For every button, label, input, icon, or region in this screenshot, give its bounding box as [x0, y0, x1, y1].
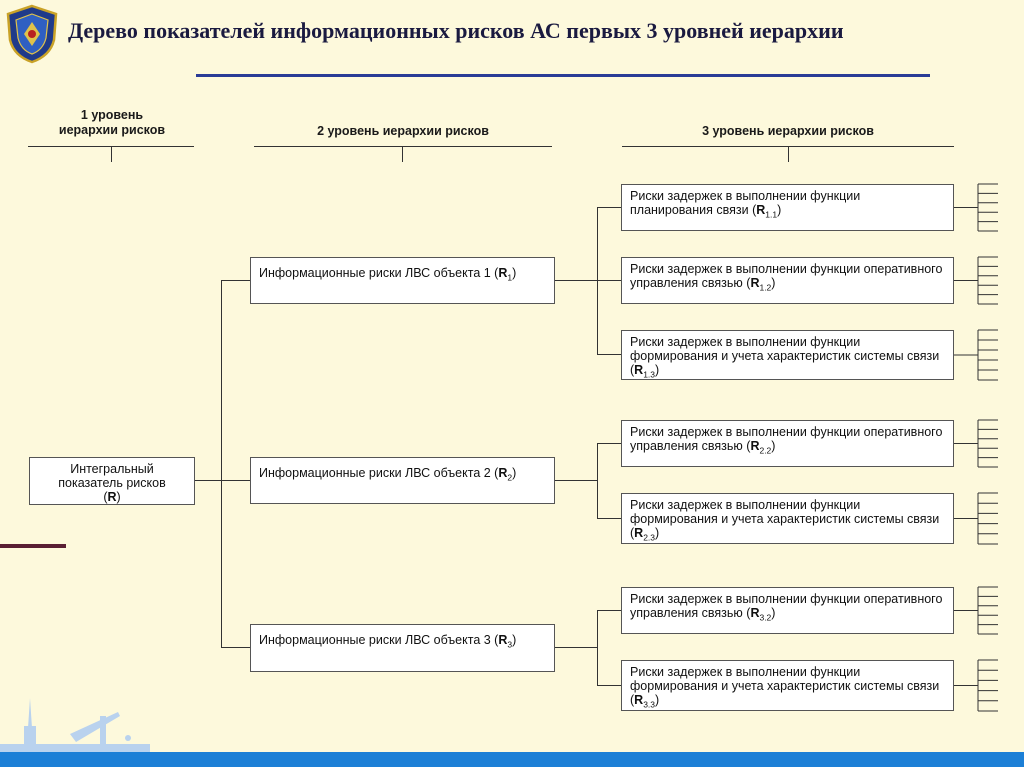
level1-header-tick: [111, 146, 112, 162]
level2-header: 2 уровень иерархии рисков: [254, 124, 552, 139]
level3-node-1-1: Риски задержек в выполнении функции план…: [621, 184, 954, 231]
level3-node-text: Риски задержек в выполнении функции опер…: [630, 592, 942, 620]
root-node-line2: показатель рисков: [38, 476, 186, 490]
level3-node-2-3: Риски задержек в выполнении функции форм…: [621, 493, 954, 544]
level1-header-line2: иерархии рисков: [28, 123, 196, 138]
connector: [555, 480, 597, 481]
connector: [597, 518, 621, 519]
connector: [221, 647, 250, 648]
connector: [597, 443, 598, 518]
level1-header-line1: 1 уровень: [28, 108, 196, 123]
level3-node-text: Риски задержек в выполнении функции опер…: [630, 262, 942, 290]
level3-node-1-3: Риски задержек в выполнении функции форм…: [621, 330, 954, 380]
level3-node-2-2: Риски задержек в выполнении функции опер…: [621, 420, 954, 467]
root-node-line1: Интегральный: [38, 462, 186, 476]
level3-node-1-2: Риски задержек в выполнении функции опер…: [621, 257, 954, 304]
footer-bar: [0, 752, 1024, 767]
branch-ticks: [954, 170, 1024, 730]
root-node-symbol: (R): [38, 490, 186, 504]
city-skyline-icon: [0, 698, 150, 756]
level3-node-3-3: Риски задержек в выполнении функции форм…: [621, 660, 954, 711]
level3-node-text: Риски задержек в выполнении функции форм…: [630, 665, 939, 693]
title-underline: [196, 74, 930, 77]
connector: [597, 610, 598, 685]
connector: [597, 685, 621, 686]
connector: [195, 480, 221, 481]
level2-header-tick: [402, 146, 403, 162]
connector: [555, 280, 597, 281]
connector: [597, 354, 621, 355]
connector: [597, 207, 621, 208]
connector: [597, 280, 621, 281]
level3-node-text: Риски задержек в выполнении функции форм…: [630, 335, 939, 363]
connector: [597, 443, 621, 444]
page-title: Дерево показателей информационных рисков…: [68, 18, 844, 44]
level2-node-text: Информационные риски ЛВС объекта 2: [259, 466, 491, 480]
level3-node-text: Риски задержек в выполнении функции опер…: [630, 425, 942, 453]
level3-node-3-2: Риски задержек в выполнении функции опер…: [621, 587, 954, 634]
level2-header-rule: [254, 146, 552, 147]
accent-bar: [0, 544, 66, 548]
level2-node-text: Информационные риски ЛВС объекта 3: [259, 633, 491, 647]
level1-header: 1 уровень иерархии рисков: [28, 108, 196, 138]
connector: [597, 610, 621, 611]
level2-node-text: Информационные риски ЛВС объекта 1: [259, 266, 491, 280]
shield-emblem-icon: [4, 4, 60, 64]
connector: [221, 280, 222, 648]
level3-node-text: Риски задержек в выполнении функции план…: [630, 189, 860, 217]
connector: [221, 480, 250, 481]
level2-node-2: Информационные риски ЛВС объекта 2 (R2): [250, 457, 555, 504]
level2-node-3: Информационные риски ЛВС объекта 3 (R3): [250, 624, 555, 672]
connector: [221, 280, 250, 281]
level3-node-text: Риски задержек в выполнении функции форм…: [630, 498, 939, 526]
root-node: Интегральный показатель рисков (R): [29, 457, 195, 505]
level2-node-1: Информационные риски ЛВС объекта 1 (R1): [250, 257, 555, 304]
level3-header: 3 уровень иерархии рисков: [622, 124, 954, 139]
connector: [555, 647, 597, 648]
level3-header-tick: [788, 146, 789, 162]
